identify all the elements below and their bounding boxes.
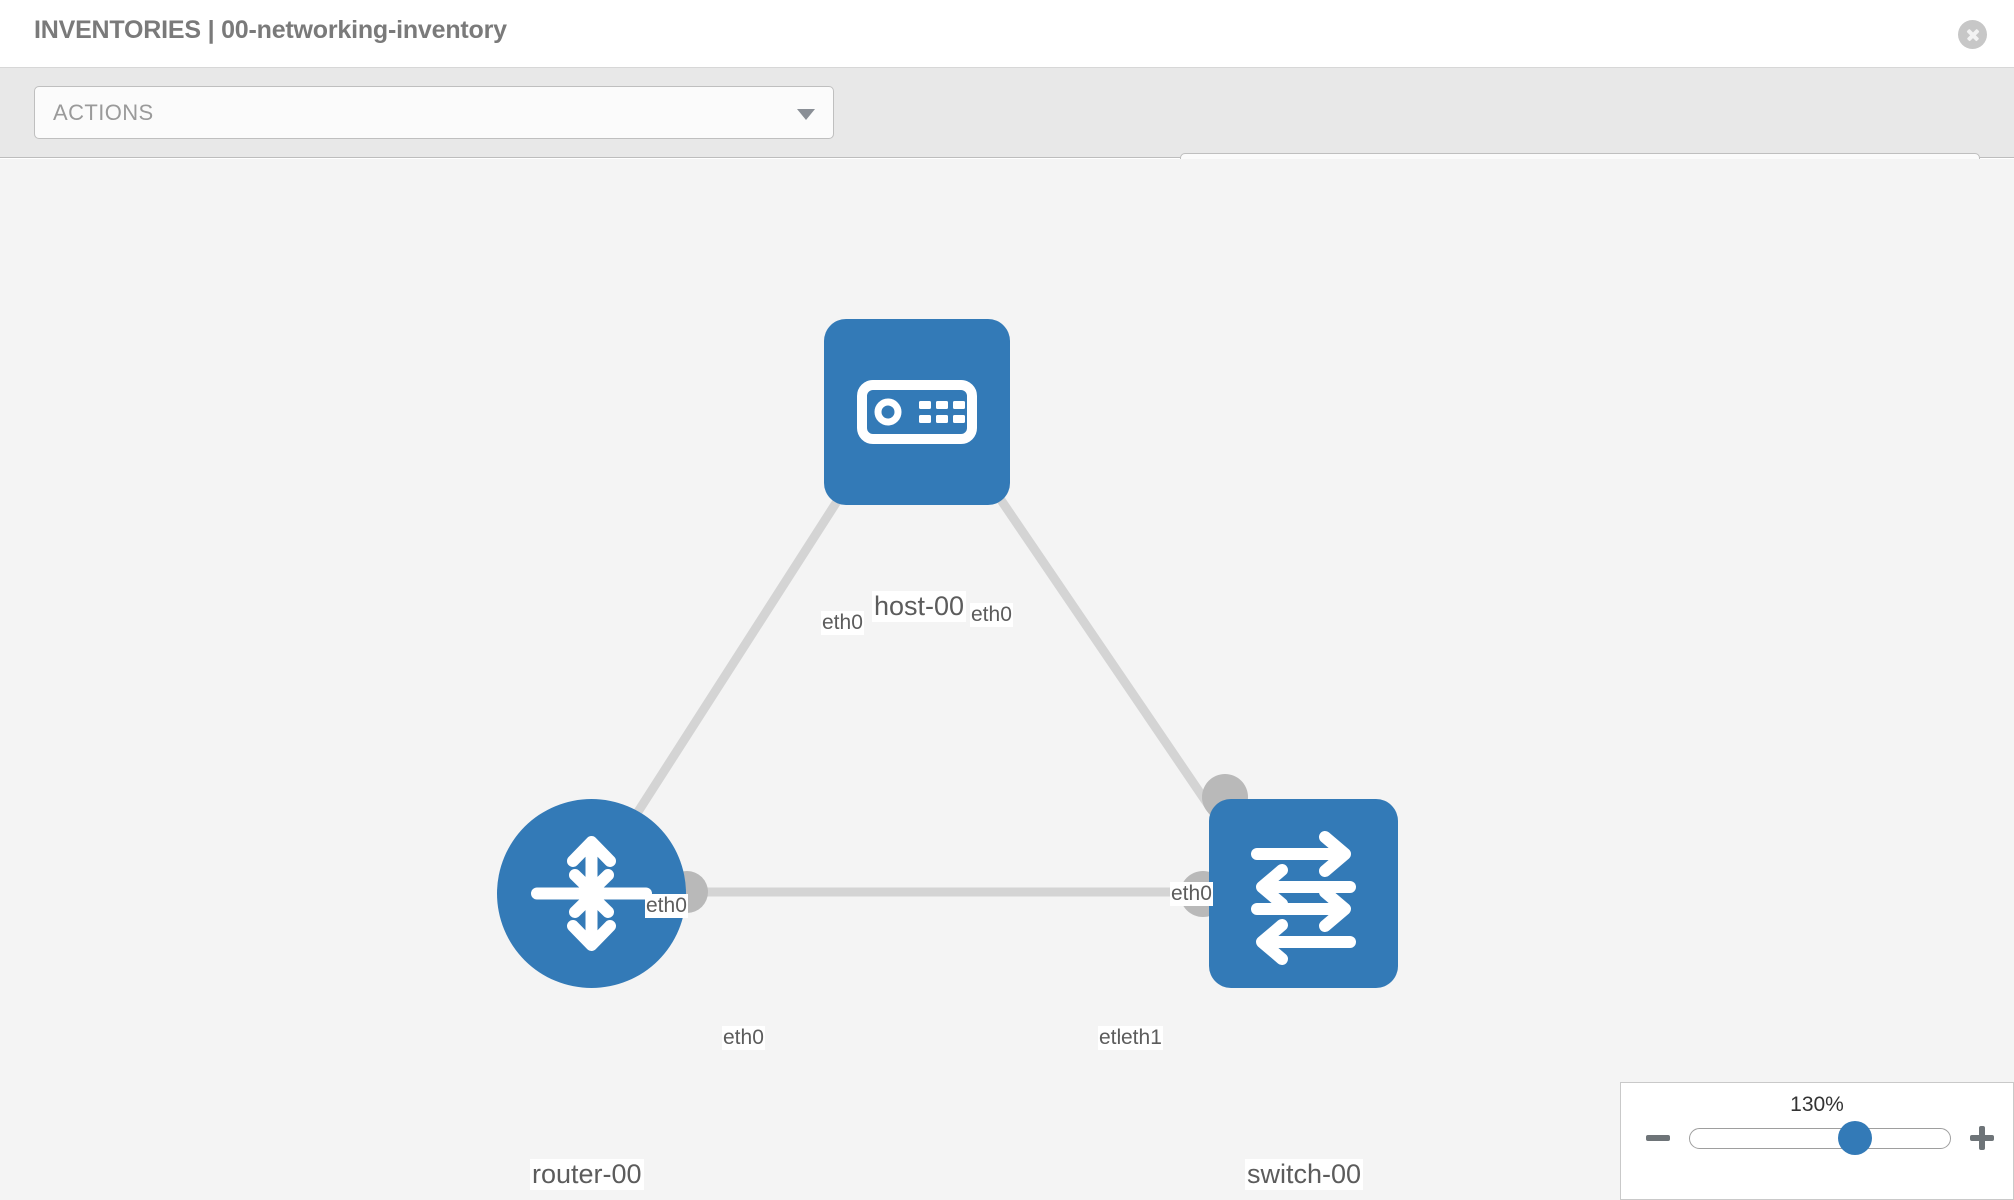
actions-dropdown-label: ACTIONS [53,100,154,125]
topology-links [596,422,1249,897]
page-title: INVENTORIES | 00-networking-inventory [34,16,507,44]
host-node-shape [824,319,1010,505]
switch-arrows-icon [1251,831,1356,965]
actions-dropdown[interactable]: ACTIONS [34,86,834,139]
node-router-00[interactable] [497,799,686,988]
page-header: INVENTORIES | 00-networking-inventory [0,0,2014,68]
zoom-control-panel[interactable]: 130% [1620,1082,2014,1200]
topology-canvas[interactable]: host-00 router [0,159,2014,1200]
toolbar: ACTIONS SEARCH [0,68,2014,206]
port-label-switch00-uplink: eth0 [1170,882,1213,906]
port-label-host00-right: eth0 [970,603,1013,627]
zoom-out-button[interactable] [1643,1123,1673,1153]
chevron-down-icon [797,109,815,120]
zoom-slider-thumb[interactable] [1838,1121,1872,1155]
close-icon[interactable] [1958,20,1987,49]
zoom-slider[interactable] [1689,1121,1951,1155]
port-label-router00-uplink: eth0 [645,894,688,918]
node-label-host-00: host-00 [872,591,967,622]
router-node-shape [497,799,686,988]
node-label-router-00: router-00 [530,1159,644,1190]
node-host-00[interactable] [824,319,1010,505]
node-switch-00[interactable] [1209,799,1398,988]
zoom-in-button[interactable] [1967,1123,1997,1153]
switch-node-shape [1209,799,1398,988]
router-arrows-icon [531,836,652,951]
node-label-switch-00: switch-00 [1245,1159,1364,1190]
port-label-switch00-eth1: eth1 [1120,1026,1163,1050]
zoom-level-value: 130% [1790,1093,1844,1116]
server-icon [857,380,977,444]
port-label-router00-eth0: eth0 [722,1026,765,1050]
port-label-host00-left: eth0 [821,611,864,635]
